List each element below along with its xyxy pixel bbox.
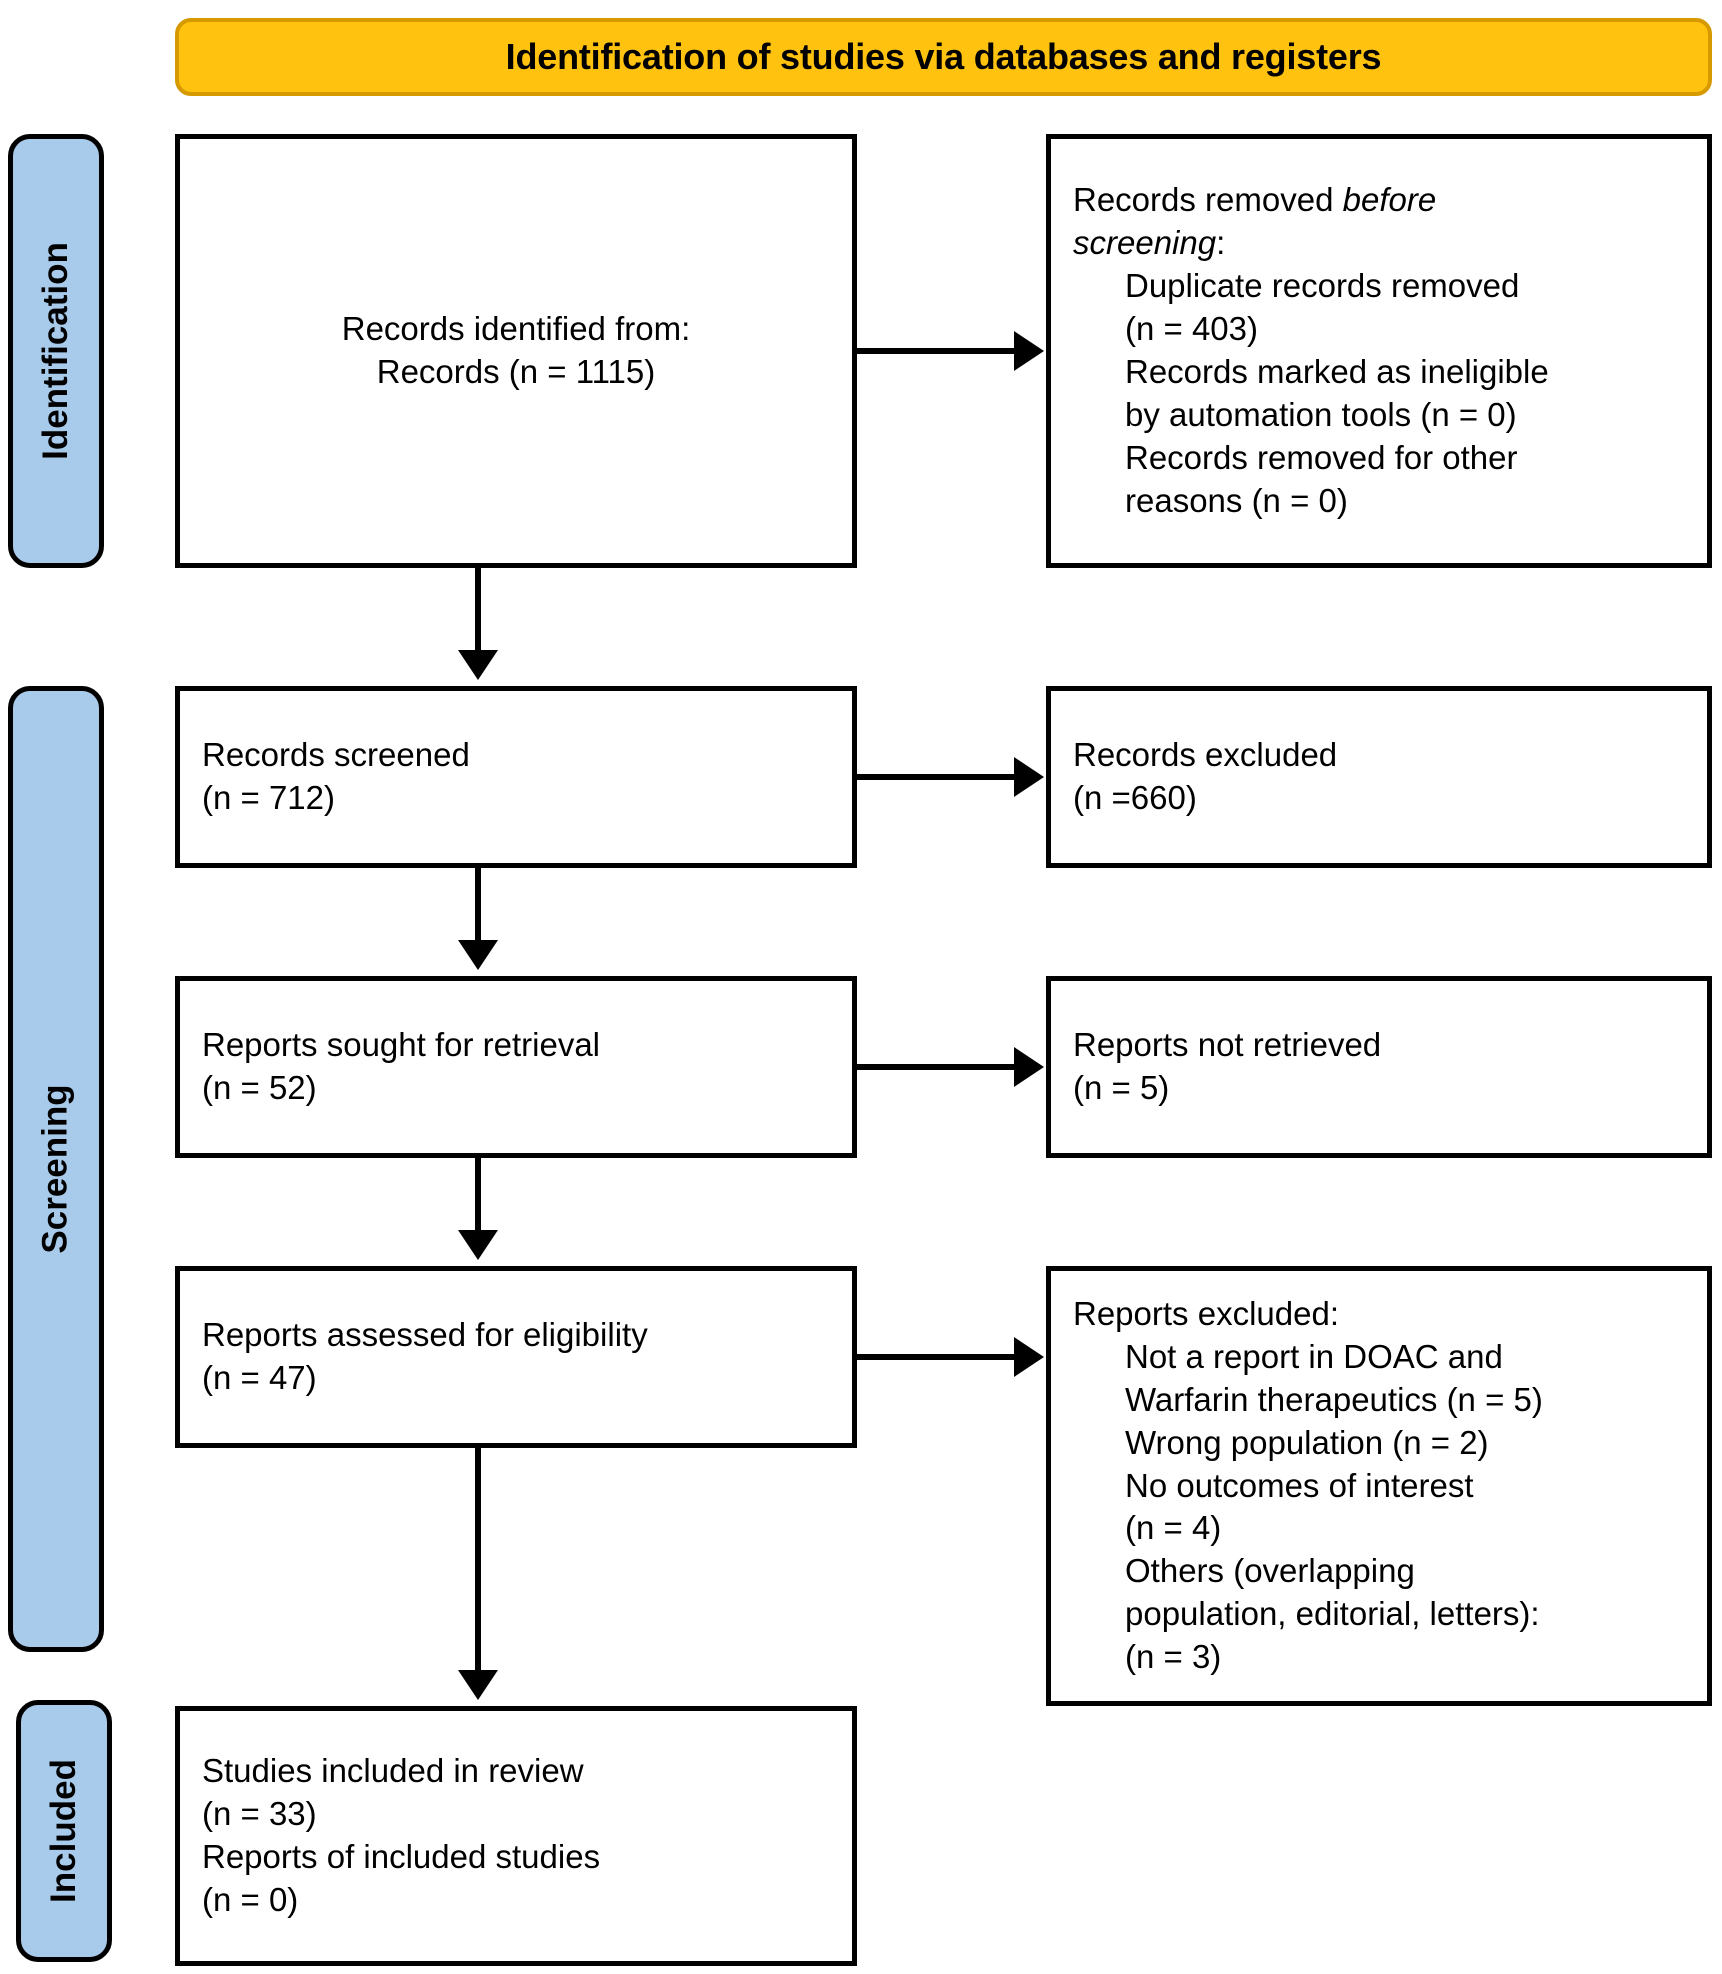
records-removed-line-6: by automation tools (n = 0) — [1125, 395, 1517, 433]
reports-excluded-line-7: Others (overlapping — [1125, 1552, 1415, 1590]
records-removed-line-7: Records removed for other — [1125, 438, 1518, 476]
stage-label-screening: Screening — [8, 686, 104, 1652]
reports-excluded-line-8: population, editorial, letters): — [1125, 1595, 1540, 1633]
stage-label-included-text: Included — [44, 1759, 83, 1903]
arrow-down-icon-to-included — [458, 1670, 498, 1700]
stage-label-identification-text: Identification — [36, 242, 75, 460]
box-reports-excluded: Reports excluded: Not a report in DOAC a… — [1046, 1266, 1712, 1706]
connector-line-sought-to-not-retrieved — [857, 1064, 1017, 1070]
connector-line-identified-to-screened — [475, 568, 481, 656]
studies-included-line-2: (n = 33) — [202, 1795, 317, 1833]
records-identified-line-2: Records (n = 1115) — [376, 353, 656, 390]
stage-label-included: Included — [16, 1700, 112, 1962]
arrow-down-icon-to-assessed — [458, 1230, 498, 1260]
records-excluded-line-1: Records excluded — [1073, 736, 1338, 774]
box-reports-assessed-for-eligibility: Reports assessed for eligibility (n = 47… — [175, 1266, 857, 1448]
connector-line-assessed-to-reports-excluded — [857, 1354, 1017, 1360]
reports-sought-line-2: (n = 52) — [202, 1069, 317, 1106]
records-identified-line-1: Records identified from: — [341, 310, 691, 348]
arrow-right-icon-to-reports-excluded — [1014, 1337, 1044, 1377]
connector-line-screened-to-sought — [475, 868, 481, 946]
records-screened-line-1: Records screened — [202, 736, 470, 774]
connector-line-sought-to-assessed — [475, 1158, 481, 1236]
box-reports-not-retrieved: Reports not retrieved (n = 5) — [1046, 976, 1712, 1158]
box-records-excluded: Records excluded (n =660) — [1046, 686, 1712, 868]
reports-assessed-line-2: (n = 47) — [202, 1359, 317, 1396]
diagram-title: Identification of studies via databases … — [505, 36, 1382, 77]
connector-line-screened-to-excluded — [857, 774, 1017, 780]
arrow-right-icon-to-excluded — [1014, 757, 1044, 797]
reports-excluded-line-9: (n = 3) — [1125, 1638, 1222, 1676]
box-records-identified: Records identified from: Records (n = 11… — [175, 134, 857, 568]
records-screened-line-2: (n = 712) — [202, 779, 335, 816]
connector-line-assessed-to-included — [475, 1448, 481, 1676]
reports-sought-line-1: Reports sought for retrieval — [202, 1026, 601, 1064]
records-excluded-line-2: (n =660) — [1073, 779, 1197, 816]
box-records-screened: Records screened (n = 712) — [175, 686, 857, 868]
studies-included-line-3: Reports of included studies — [202, 1838, 601, 1875]
records-removed-line-4: (n = 403) — [1125, 310, 1258, 348]
box-records-removed-before-screening: Records removed before screening: Duplic… — [1046, 134, 1712, 568]
arrow-right-icon-to-not-retrieved — [1014, 1047, 1044, 1087]
arrow-down-icon-to-screened — [458, 650, 498, 680]
records-removed-line-3: Duplicate records removed — [1125, 267, 1520, 305]
connector-line-identified-to-removed — [857, 348, 1017, 354]
reports-excluded-line-2: Not a report in DOAC and — [1125, 1337, 1503, 1375]
diagram-header-banner: Identification of studies via databases … — [175, 18, 1712, 96]
arrow-right-icon-to-removed — [1014, 331, 1044, 371]
reports-not-retrieved-line-1: Reports not retrieved — [1073, 1026, 1382, 1064]
records-removed-line-5: Records marked as ineligible — [1125, 353, 1549, 390]
reports-excluded-line-3: Warfarin therapeutics (n = 5) — [1125, 1380, 1543, 1418]
reports-excluded-line-1: Reports excluded: — [1073, 1294, 1339, 1332]
reports-assessed-line-1: Reports assessed for eligibility — [202, 1316, 648, 1354]
box-studies-included: Studies included in review (n = 33) Repo… — [175, 1706, 857, 1966]
box-reports-sought-for-retrieval: Reports sought for retrieval (n = 52) — [175, 976, 857, 1158]
records-removed-line-1: Records removed before — [1073, 181, 1437, 219]
reports-excluded-line-5: No outcomes of interest — [1125, 1466, 1474, 1504]
stage-label-identification: Identification — [8, 134, 104, 568]
records-removed-line-2: screening: — [1073, 224, 1226, 262]
records-removed-line-8: reasons (n = 0) — [1125, 481, 1348, 519]
stage-label-screening-text: Screening — [36, 1084, 76, 1254]
arrow-down-icon-to-sought — [458, 940, 498, 970]
studies-included-line-1: Studies included in review — [202, 1752, 584, 1790]
reports-not-retrieved-line-2: (n = 5) — [1073, 1069, 1170, 1106]
reports-excluded-line-6: (n = 4) — [1125, 1509, 1222, 1547]
reports-excluded-line-4: Wrong population (n = 2) — [1125, 1423, 1489, 1461]
studies-included-line-4: (n = 0) — [202, 1880, 299, 1918]
